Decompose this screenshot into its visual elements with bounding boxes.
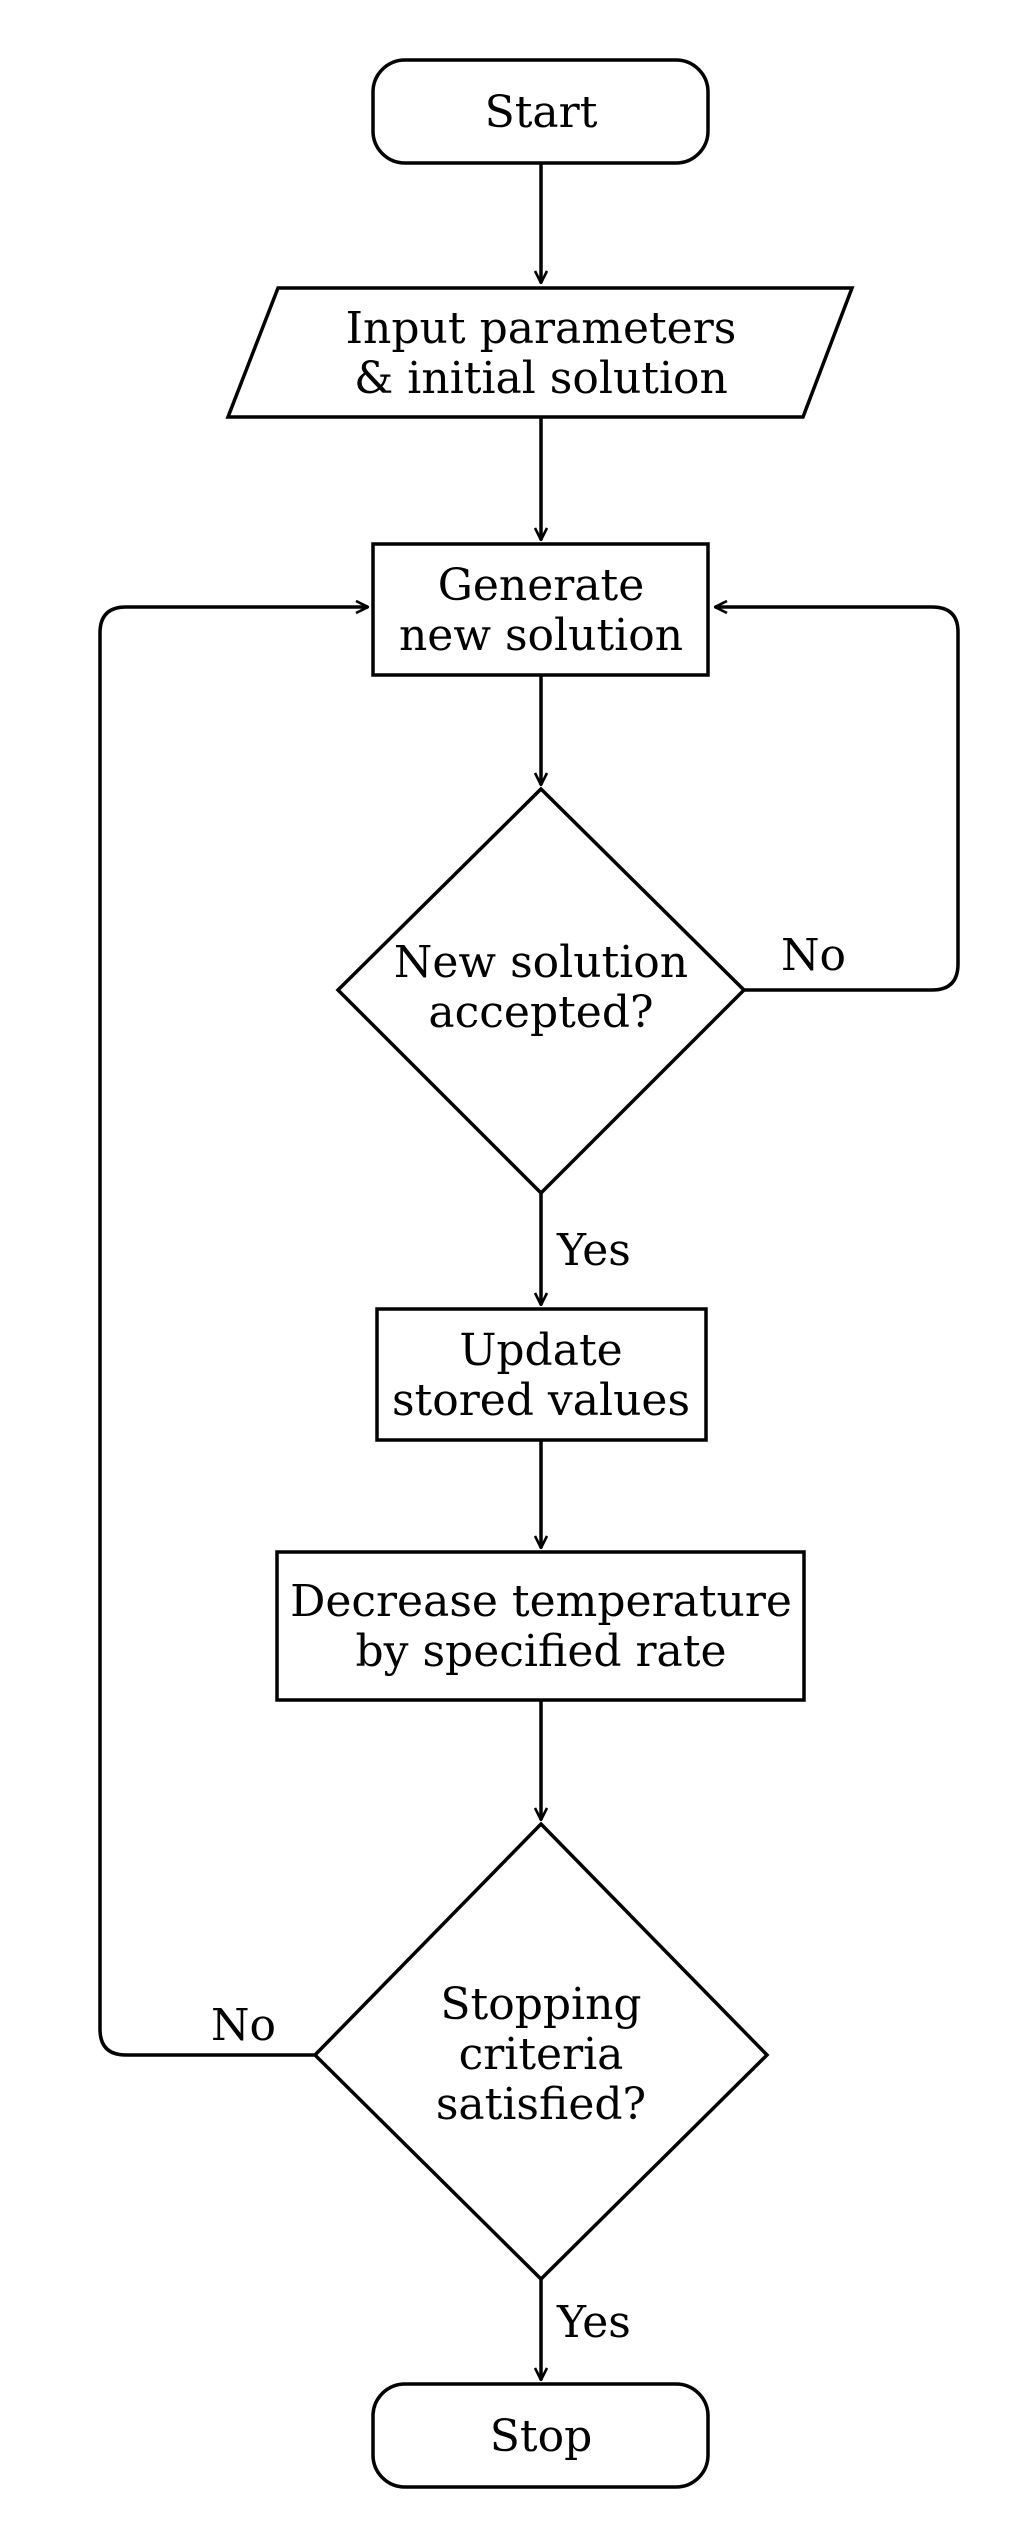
decrease-label-line: by specified rate <box>355 1626 726 1677</box>
stopping-decision-diamond <box>312 1821 770 2282</box>
stop-label-line: Stop <box>490 2411 592 2462</box>
generate-process-box <box>371 542 710 677</box>
start-label: Start <box>485 87 598 138</box>
stop-terminator <box>371 2382 710 2489</box>
stopping-no-label: No <box>211 2000 276 2051</box>
stopping-label-line: Stopping <box>440 1979 641 2030</box>
start-label-line: Start <box>485 87 598 138</box>
stopping-label-line: satisfied? <box>436 2079 646 2130</box>
accepted-yes-label: Yes <box>556 1225 631 1276</box>
stopping-label-line: criteria <box>459 2029 624 2080</box>
start-terminator <box>371 58 710 165</box>
stop-label: Stop <box>490 2411 592 2462</box>
input-label: Input parameters& initial solution <box>346 303 737 404</box>
decrease-process-box <box>275 1550 806 1702</box>
arrow-accepted-no-loop <box>715 607 960 992</box>
update-label-line: stored values <box>392 1375 690 1426</box>
accepted-label-line: accepted? <box>428 987 653 1038</box>
generate-label-line: Generate <box>438 560 645 611</box>
accepted-label-line: New solution <box>394 937 688 988</box>
update-label-line: Update <box>459 1325 622 1376</box>
accepted-no-label: No <box>781 930 846 981</box>
arrow-stopping-no-loop <box>98 607 368 2057</box>
input-parallelogram <box>225 286 855 419</box>
input-label-line: Input parameters <box>346 303 737 354</box>
stopping-yes-label: Yes <box>556 2297 631 2348</box>
accepted-decision-diamond <box>335 786 747 1196</box>
update-process-box <box>375 1307 708 1442</box>
decrease-label-line: Decrease temperature <box>290 1576 792 1627</box>
input-label-line: & initial solution <box>354 353 728 404</box>
generate-label-line: new solution <box>399 610 683 661</box>
